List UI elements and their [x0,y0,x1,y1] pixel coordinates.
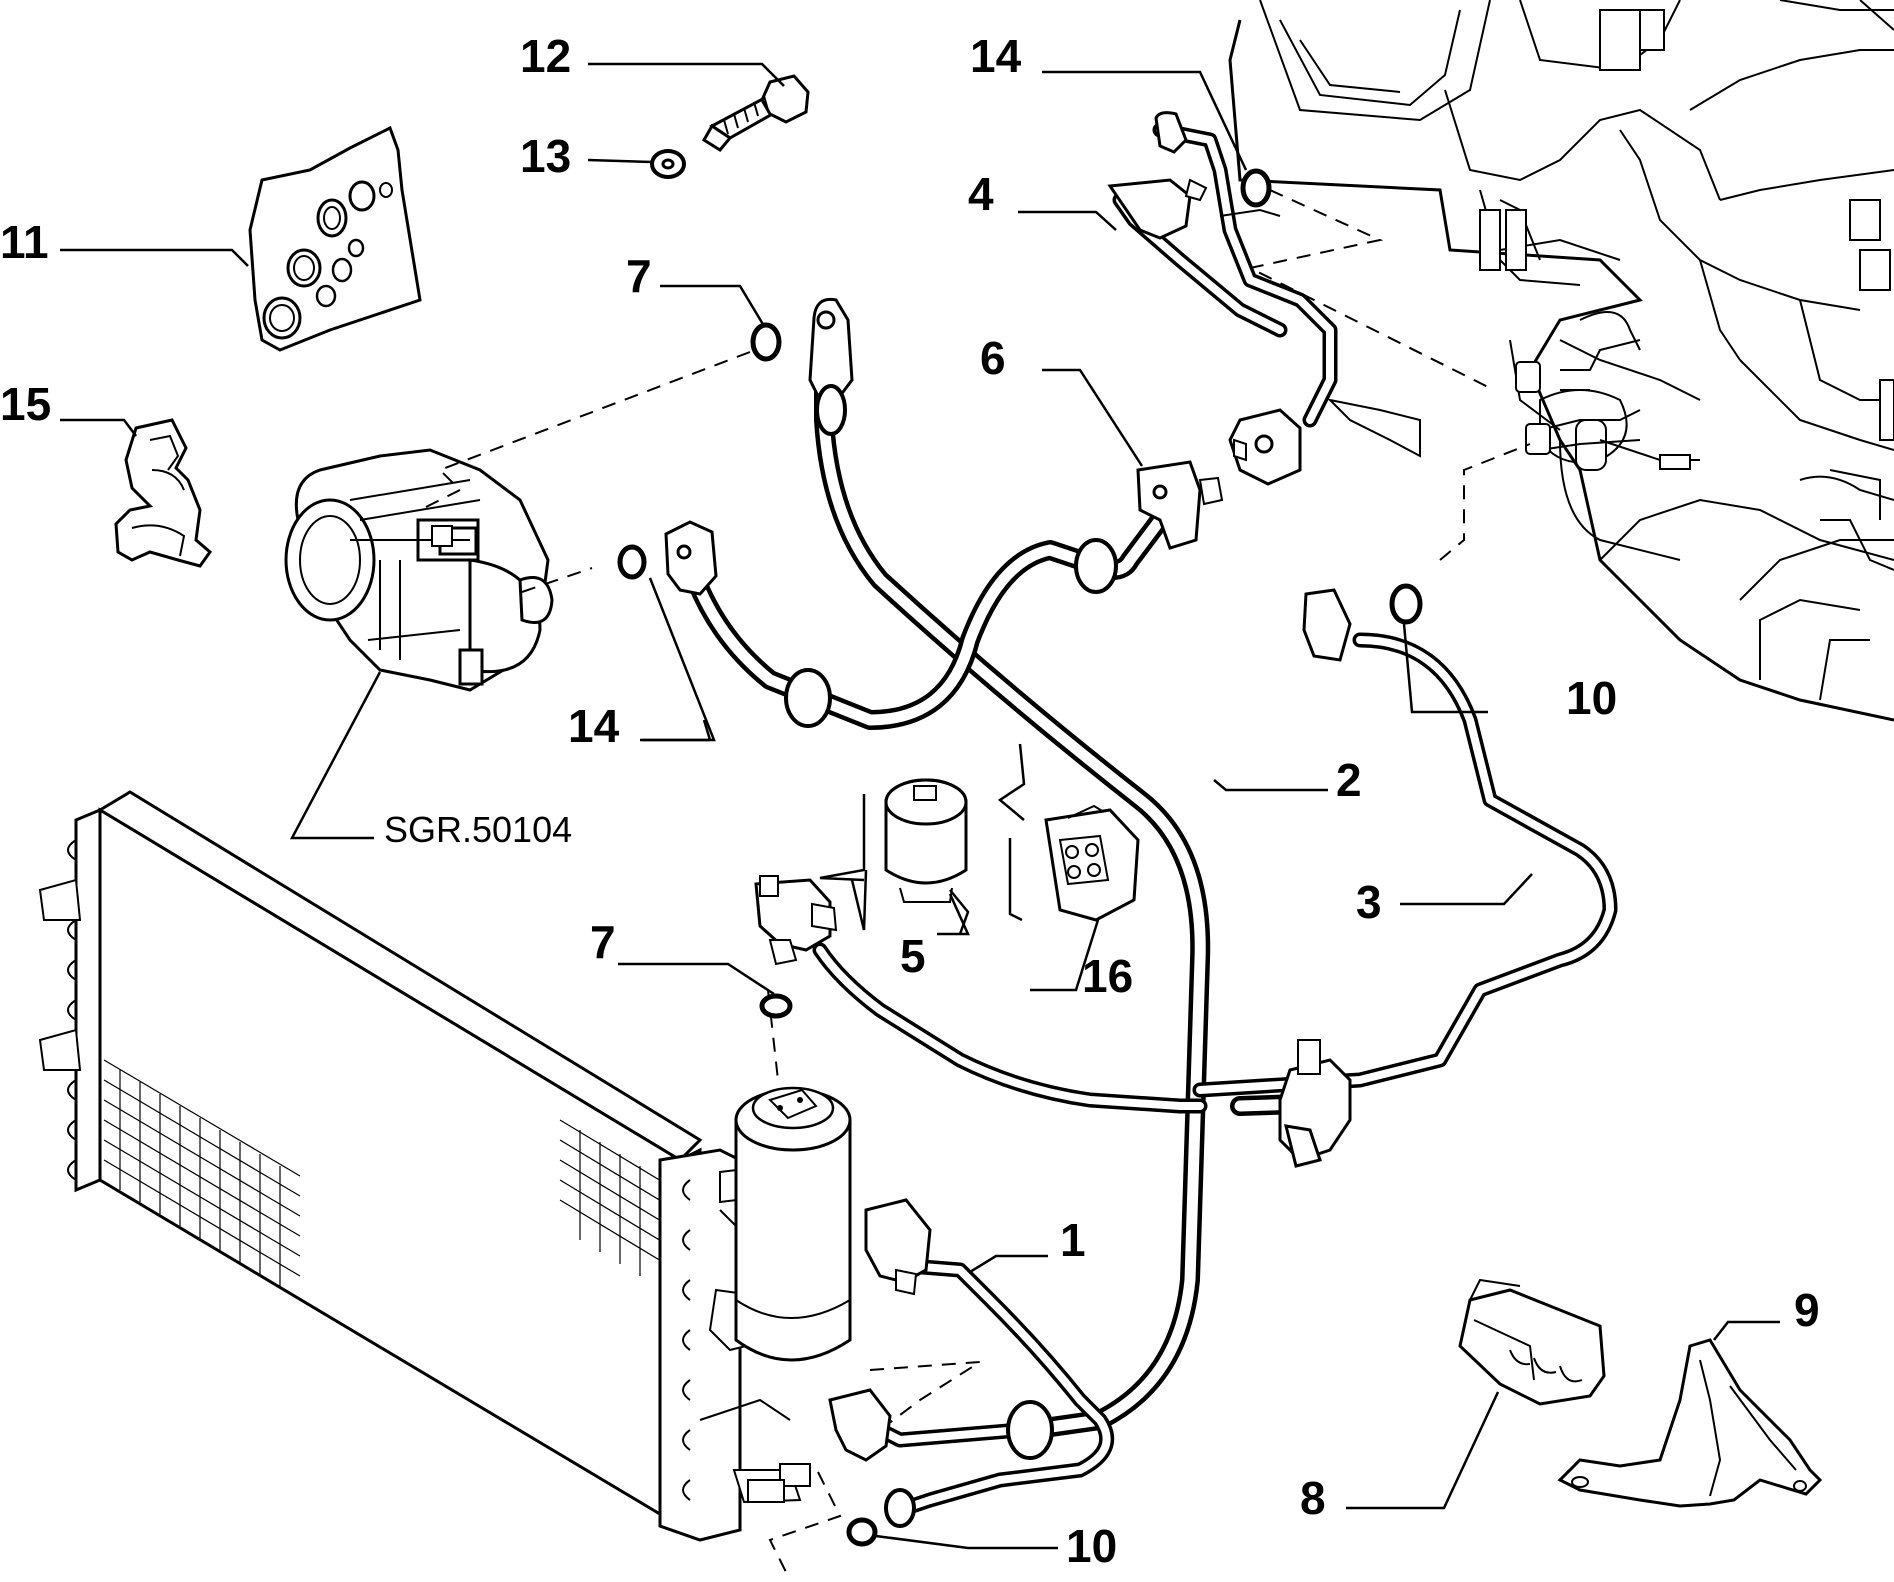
callout-13: 13 [520,130,571,182]
callout-14-left: 14 [568,700,620,752]
callout-9: 9 [1794,1284,1820,1336]
callout-2: 2 [1336,754,1362,806]
mounting-bracket-part [1557,1338,1823,1508]
callout-8: 8 [1300,1472,1326,1524]
callout-7-top: 7 [626,250,652,302]
condenser-part [38,790,811,1542]
callout-7-bottom: 7 [590,916,616,968]
compressor-part [284,448,554,692]
callout-15: 15 [0,378,51,430]
callout-16: 16 [1082,950,1133,1002]
o-ring-7-bottom [759,993,793,1019]
pipe-1 [828,1198,1115,1528]
pressure-switch-part [884,778,968,903]
pipe-holder-part [1458,1278,1606,1406]
callout-6: 6 [980,332,1006,384]
pressure-switch-block [754,875,838,966]
hvac-housing [1228,0,1894,722]
callout-11: 11 [0,216,49,268]
callout-labels: 12 13 11 15 7 14 4 6 14 10 2 3 5 16 7 1 … [0,30,1820,1572]
callout-12: 12 [520,30,571,82]
callout-10-right: 10 [1566,672,1617,724]
o-ring-14-right [1240,168,1272,208]
pipe-2 [808,297,1211,1440]
washer-part [650,149,686,179]
callout-3: 3 [1356,876,1382,928]
callout-14-top: 14 [970,30,1022,82]
o-ring-7-top [750,322,782,362]
condenser-grid [103,1059,677,1288]
callout-1: 1 [1060,1214,1086,1266]
o-ring-10-bottom [846,1517,878,1547]
callout-5: 5 [900,930,926,982]
leader-lines [60,62,1780,1550]
electrical-connector-part [1044,804,1140,922]
pipe-14-suction [664,460,1224,730]
o-ring-14-left [617,544,647,580]
pipe-4 [1107,111,1421,486]
callout-4: 4 [968,168,994,220]
receiver-drier-part [734,1086,852,1362]
seal-kit-part [248,125,422,352]
clip-part [114,418,213,568]
o-ring-10-right [1389,583,1423,625]
reference-code-label: SGR.50104 [384,809,572,850]
o-rings [617,168,1423,1547]
pipe-3 [812,588,1618,1168]
callout-10-bottom: 10 [1066,1520,1117,1572]
bolt-part [701,74,810,152]
